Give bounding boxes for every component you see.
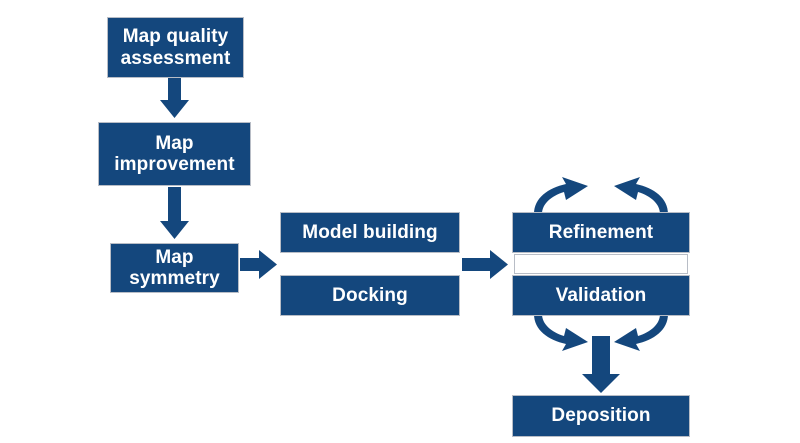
- arrow-improvement-to-symmetry: [160, 187, 189, 239]
- cycle-slot: [514, 254, 688, 274]
- arrow-building-to-refinement: [462, 250, 508, 279]
- node-map-symmetry-label: Map symmetry: [129, 246, 220, 289]
- arrow-quality-to-improvement: [160, 78, 189, 118]
- node-docking-label: Docking: [332, 284, 408, 306]
- node-map-symmetry[interactable]: Map symmetry: [110, 243, 239, 293]
- node-deposition-label: Deposition: [551, 405, 651, 427]
- node-validation[interactable]: Validation: [512, 275, 690, 316]
- node-map-quality-assessment-label: Map quality assessment: [120, 26, 231, 69]
- node-refinement-label: Refinement: [548, 221, 654, 243]
- node-map-improvement[interactable]: Map improvement: [98, 122, 251, 186]
- node-model-building[interactable]: Model building: [280, 212, 460, 253]
- arrow-cycle-to-deposition: [582, 336, 620, 393]
- node-validation-label: Validation: [555, 284, 647, 306]
- cycle-arc-bottom: [534, 314, 668, 351]
- cycle-arc-top: [534, 177, 668, 214]
- node-map-improvement-label: Map improvement: [114, 132, 235, 175]
- arrow-symmetry-to-building: [240, 250, 277, 279]
- node-refinement[interactable]: Refinement: [512, 212, 690, 253]
- node-docking[interactable]: Docking: [280, 275, 460, 316]
- node-map-quality-assessment[interactable]: Map quality assessment: [107, 17, 244, 78]
- node-deposition[interactable]: Deposition: [512, 395, 690, 437]
- node-model-building-label: Model building: [302, 221, 438, 243]
